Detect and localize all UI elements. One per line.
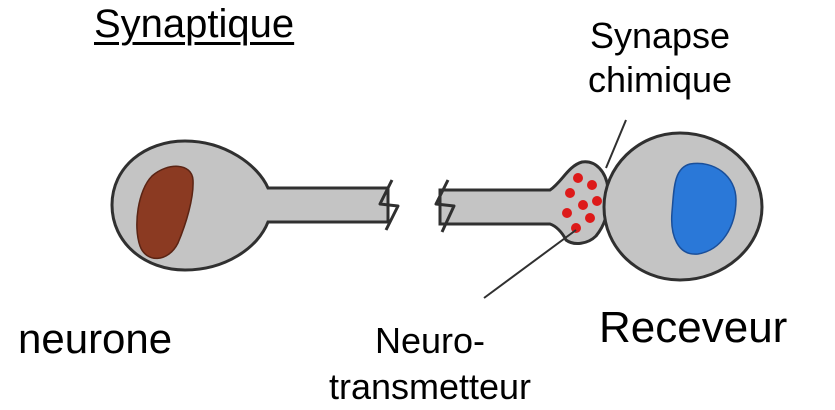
vesicle xyxy=(585,213,595,223)
vesicle xyxy=(592,196,602,206)
neurotransmitter-pointer-line xyxy=(484,230,576,298)
vesicle xyxy=(587,180,597,190)
vesicle xyxy=(573,173,583,183)
vesicle xyxy=(578,200,588,210)
vesicle xyxy=(565,188,575,198)
vesicle xyxy=(562,208,572,218)
